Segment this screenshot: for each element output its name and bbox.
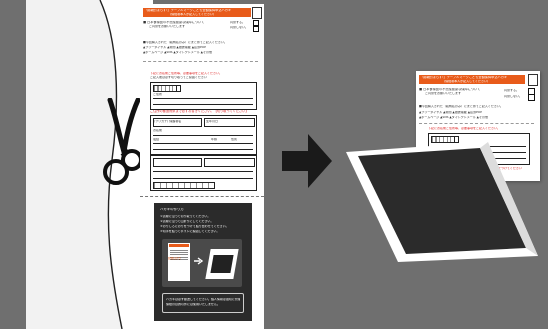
field-age-label: 年齢: [211, 138, 225, 142]
result-corner-box: [528, 74, 538, 86]
mini-folded-dark: [210, 255, 233, 273]
result-question-sub: ご同意をお願いいたします: [425, 92, 495, 96]
result-header-sub: (保障者本人が記入してください): [444, 80, 514, 84]
box-right-2[interactable]: [204, 158, 255, 167]
result-info-line: ■今回購入された（銘柄名のみ）にまとめてご記入ください。: [419, 105, 534, 109]
small-arrow-icon: [194, 257, 204, 265]
address-line-2[interactable]: [153, 104, 253, 105]
result-agree-yes: 同意する。: [504, 89, 526, 93]
tel-line[interactable]: [153, 143, 253, 144]
extra-line[interactable]: [153, 149, 253, 150]
form-sheet: 「挑戦的まらず!」テーブルマークこども全額保障申込ハガキ (保障者本人が記入して…: [140, 4, 264, 329]
scissors-icon: [98, 98, 146, 196]
result-options-row1: ▲フリーダイヤル ▲新聞 ▲雑誌掲載 ▲店頭POP: [419, 111, 534, 115]
mini-postcard-header: [169, 244, 189, 247]
small-boxes-row[interactable]: [153, 182, 215, 189]
box-right-label: 生年月日: [206, 120, 251, 124]
bottom-note-1: ハガキは必ず郵送してください。個人情報は適切に管理し: [166, 298, 240, 302]
bottom-note-2: 保障の目的以外には使用いたしません。: [166, 303, 240, 307]
section-red-heading: ご住所の都道府県まで必ずお書きください。【切り取ってください】: [150, 110, 255, 114]
name-line[interactable]: [153, 135, 253, 136]
mini-folded-card: [205, 249, 238, 279]
fold-heading: ハガキの作り方: [160, 208, 240, 212]
box-left-label: (フリガナ) 保護者名: [154, 120, 199, 124]
fold-step-4: ④切手を貼ってポストに投函してください。: [160, 230, 248, 234]
field-gender-label: 性別: [231, 138, 245, 142]
line-2b[interactable]: [153, 178, 253, 179]
line-2a[interactable]: [153, 171, 253, 172]
sheet-header-sub: (保障者本人が記入してください): [170, 13, 240, 17]
postal-code-boxes[interactable]: [153, 85, 181, 92]
sheet-second-block: [150, 155, 257, 191]
instructions-panel: ハガキの作り方 ①点線に沿って切り取ってください。 ②点線に沿って山折りにしてく…: [154, 203, 252, 321]
field-name-label: お名前: [153, 129, 173, 133]
sheet-agree-checkbox-no[interactable]: [253, 26, 259, 32]
sheet-divider: [143, 61, 258, 62]
sheet-question-sub: ご同意をお願いいたします: [149, 25, 219, 29]
sheet-info-line: ■今回購入された（銘柄名のみ）にまとめてご記入ください。: [143, 41, 258, 45]
bottom-note-box: ハガキは必ず郵送してください。個人情報は適切に管理し 保障の目的以外には使用いた…: [162, 293, 244, 313]
mini-postcard: [168, 243, 190, 281]
sheet-agree-no: 同意しない。: [230, 26, 252, 30]
fold-step-3: ③のりしろにのりをつけて貼り合わせてください。: [160, 225, 248, 229]
result-options-row2: ▲ホームページ ▲SNS ▲ダイレクトメール ▲その他: [419, 116, 534, 120]
folded-panel: [338, 124, 548, 264]
field-address-label: ご住所: [153, 93, 173, 97]
result-checkbox-no[interactable]: [528, 94, 535, 101]
box-left-2[interactable]: [153, 158, 202, 167]
result-agree-no: 同意しない。: [504, 95, 526, 99]
arrow-right-icon: [282, 132, 334, 190]
address-line-1[interactable]: [153, 98, 253, 99]
sheet-options-row2: ▲ホームページ ▲SNS ▲ダイレクトメール ▲その他: [143, 51, 258, 55]
cut-line: [140, 196, 264, 197]
field-tel-label: 電話: [153, 138, 173, 142]
fold-step-2: ②点線に沿って山折りにしてください。: [160, 220, 248, 224]
sheet-agree-yes: 同意する。: [230, 21, 252, 25]
postcard-label: 郵便はがき: [168, 257, 190, 261]
sheet-corner-box: [252, 7, 262, 19]
postcard-illustration: 郵便はがき: [162, 239, 242, 287]
sheet-options-row1: ▲フリーダイヤル ▲新聞 ▲雑誌掲載 ▲店頭POP: [143, 46, 258, 50]
sheet-name-block: (フリガナ) 保護者名 生年月日 お名前 電話 年齢 性別: [150, 115, 257, 155]
sheet-form-notice2: ご記入後は必ず切り取ってご投函ください: [150, 76, 255, 80]
sheet-address-block: ご住所: [150, 82, 257, 110]
fold-step-1: ①点線に沿って切り取ってください。: [160, 215, 248, 219]
